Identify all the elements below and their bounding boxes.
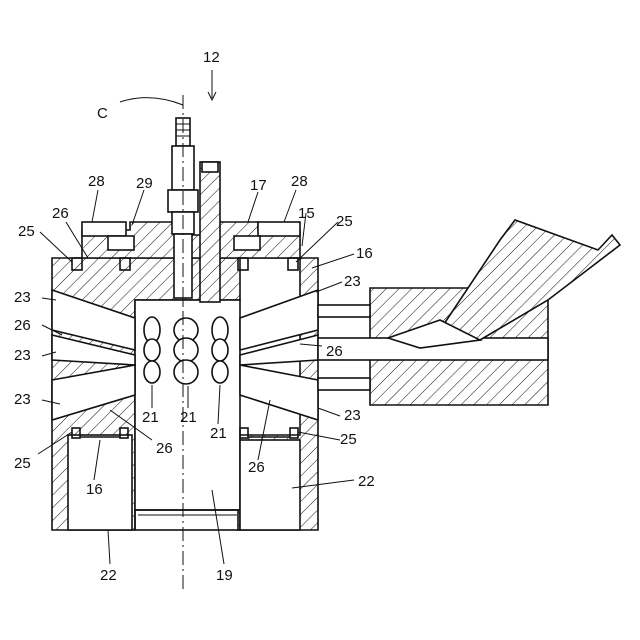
label-12: 12 [203,49,220,66]
label-21-a: 21 [142,409,159,426]
label-23-right1: 23 [344,273,361,290]
label-25-left: 25 [14,455,31,472]
label-21-b: 21 [180,409,197,426]
label-23-left3: 23 [14,391,31,408]
label-26-top: 26 [52,205,69,222]
label-17: 17 [250,177,267,194]
label-23-left1: 23 [14,289,31,306]
label-22-right: 22 [358,473,375,490]
label-28-right: 28 [291,173,308,190]
label-axis-c: C [97,105,108,122]
label-25-right: 25 [340,431,357,448]
right-bores [240,290,318,420]
label-21-c: 21 [210,425,227,442]
elements-21 [144,317,228,384]
label-26-bottomright: 26 [248,459,265,476]
label-26-lower: 26 [156,440,173,457]
label-25-topleft: 25 [18,223,35,240]
label-23-left2: 23 [14,347,31,364]
label-29: 29 [136,175,153,192]
label-26-right: 26 [326,343,343,360]
label-15: 15 [298,205,315,222]
label-16-left: 16 [86,481,103,498]
label-28-left: 28 [88,173,105,190]
label-26-left: 26 [14,317,31,334]
label-25-topright: 25 [336,213,353,230]
label-16-right: 16 [356,245,373,262]
label-19: 19 [216,567,233,584]
label-23-right2: 23 [344,407,361,424]
rod-component [200,162,220,302]
label-22-left: 22 [100,567,117,584]
